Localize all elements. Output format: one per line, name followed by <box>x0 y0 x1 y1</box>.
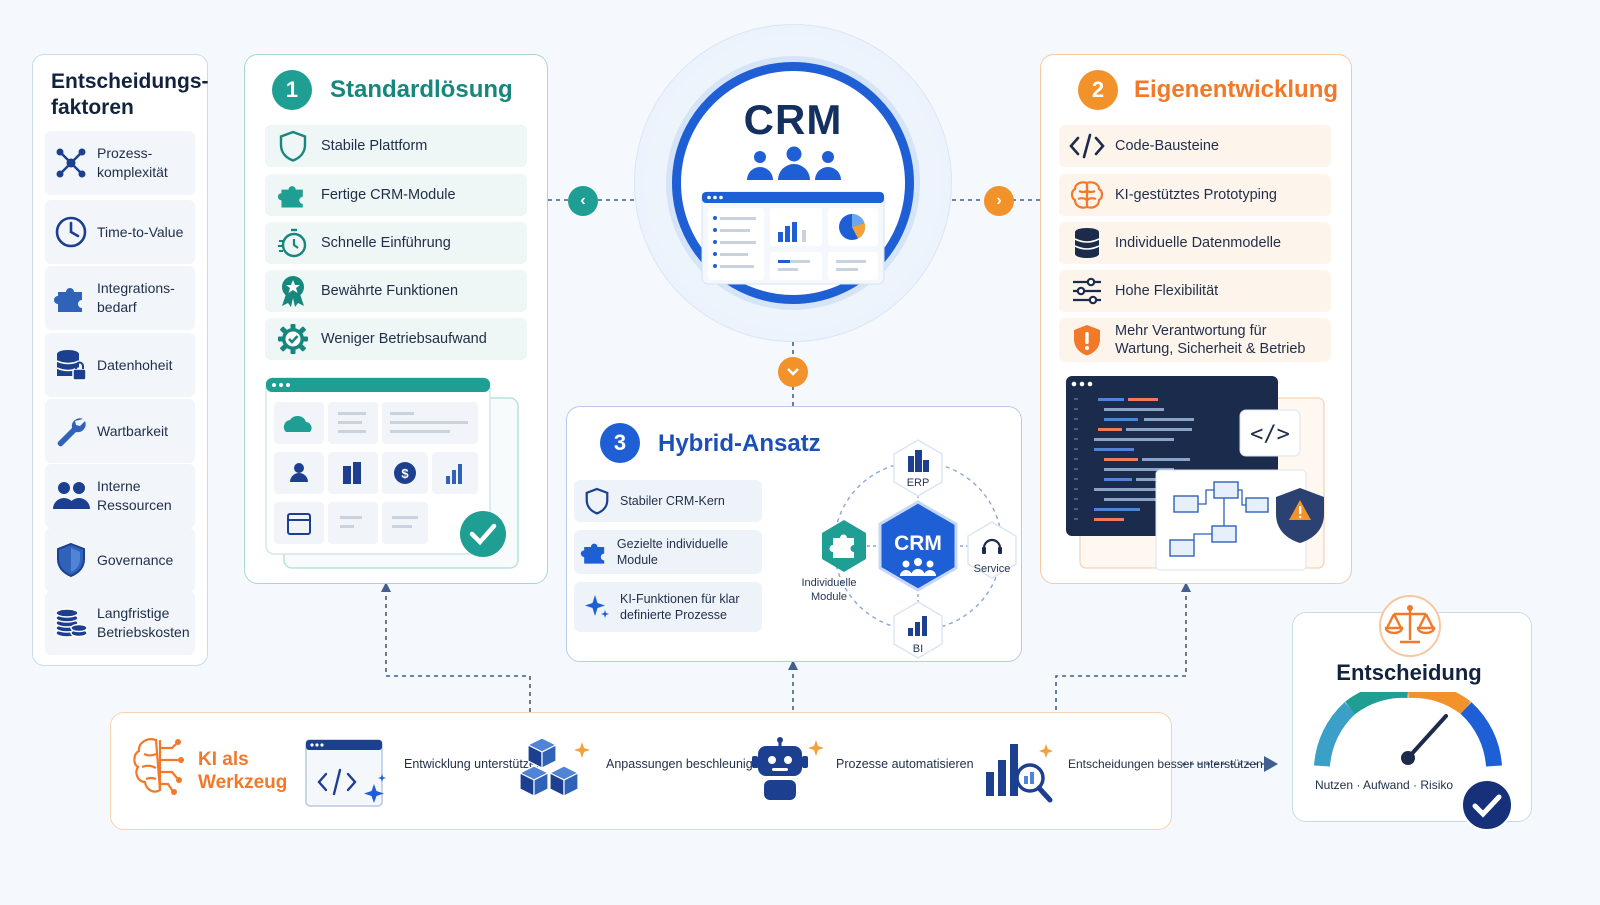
crm-people-icon <box>747 146 841 180</box>
cubes-icon <box>518 737 590 797</box>
hex-label-service: Service <box>973 563 1011 575</box>
standard-title: Standardlösung <box>330 76 513 103</box>
custom-number-badge: 2 <box>1078 70 1118 110</box>
ai-step-label: Anpassungen beschleunigen <box>606 757 767 771</box>
factor-kosten: Langfristige Betriebskosten <box>45 591 195 655</box>
award-icon <box>265 274 321 308</box>
code-window-icon <box>305 739 386 807</box>
coins-icon <box>45 605 97 641</box>
shield-icon <box>45 542 97 578</box>
hybrid-title: Hybrid-Ansatz <box>658 430 821 457</box>
custom-feature: Individuelle Datenmodelle <box>1059 222 1331 264</box>
code-tag-text: </> <box>1250 422 1290 447</box>
factor-label: Datenhoheit <box>97 356 173 373</box>
standard-feature: Fertige CRM-Module <box>265 174 527 216</box>
custom-feature: Code-Bausteine <box>1059 125 1331 167</box>
ai-step-label: Entscheidungen besser unterstützen <box>1068 757 1263 771</box>
factor-daten: Datenhoheit <box>45 333 195 397</box>
factor-label: Governance <box>97 551 174 568</box>
standard-feature: Bewährte Funktionen <box>265 270 527 312</box>
factors-title: Entscheidungs- faktoren <box>51 70 209 119</box>
code-icon <box>1059 133 1115 159</box>
ai-step-label: Prozesse automatisieren <box>836 757 974 771</box>
scale-icon <box>1379 595 1441 657</box>
standard-number-badge: 1 <box>272 70 312 110</box>
custom-feature: Mehr Verantwortung für Wartung, Sicherhe… <box>1059 318 1331 362</box>
decision-title: Entscheidung <box>1336 660 1482 685</box>
ai-title: KI als Werkzeug <box>198 749 288 793</box>
sparkle-icon <box>574 593 620 621</box>
custom-feature: KI-gestütztes Prototyping <box>1059 174 1331 216</box>
factor-label: Interne Ressourcen <box>97 478 172 513</box>
shield-icon <box>574 487 620 515</box>
factor-time: Time-to-Value <box>45 200 195 264</box>
stopwatch-icon <box>265 227 321 259</box>
svg-text:$: $ <box>401 466 409 481</box>
people-icon <box>45 479 97 513</box>
shield-icon <box>265 130 321 162</box>
network-icon <box>45 145 97 181</box>
factor-ressourcen: Interne Ressourcen <box>45 464 195 528</box>
decision-subtitle: Nutzen · Aufwand · Risiko <box>1314 778 1454 792</box>
chevron-left-icon[interactable]: ‹ <box>568 186 598 216</box>
robot-icon <box>752 737 824 800</box>
factor-label: Prozess- komplexität <box>97 145 168 180</box>
database-icon <box>1059 227 1115 259</box>
chart-search-icon <box>986 744 1053 803</box>
hybrid-feature: KI-Funktionen für klar definierte Prozes… <box>574 582 762 632</box>
standard-feature: Weniger Betriebsaufwand <box>265 318 527 360</box>
chevron-right-icon[interactable]: › <box>984 186 1014 216</box>
hybrid-core-label: CRM <box>894 532 942 555</box>
standard-feature: Schnelle Einführung <box>265 222 527 264</box>
brain-circuit-icon <box>133 738 184 795</box>
ai-tool-strip <box>110 712 1172 830</box>
brain-icon <box>1059 180 1115 210</box>
factor-governance: Governance <box>45 528 195 592</box>
hex-label-modules: Individuelle Module <box>801 577 857 603</box>
factor-label: Langfristige Betriebskosten <box>97 605 190 640</box>
clock-icon <box>45 214 97 250</box>
ai-step-label: Entwicklung unterstützen <box>404 757 543 771</box>
database-lock-icon <box>45 347 97 383</box>
factor-label: Time-to-Value <box>97 223 184 240</box>
custom-code-illustration: </> <box>1066 376 1325 571</box>
crm-title: CRM <box>743 96 843 143</box>
custom-title: Eigenentwicklung <box>1134 76 1339 103</box>
hybrid-feature: Stabiler CRM-Kern <box>574 480 762 522</box>
hybrid-network-diagram <box>822 439 1017 659</box>
hybrid-feature: Gezielte individuelle Module <box>574 530 762 574</box>
check-circle-icon <box>1461 779 1513 831</box>
puzzle-icon <box>265 179 321 211</box>
gear-check-icon <box>265 323 321 355</box>
hex-label-erp: ERP <box>906 477 930 489</box>
warning-shield-icon <box>1059 323 1115 357</box>
factor-label: Wartbarkeit <box>97 422 169 439</box>
standard-feature: Stabile Plattform <box>265 125 527 167</box>
hybrid-number-badge: 3 <box>600 423 640 463</box>
chevron-down-icon[interactable] <box>778 357 808 387</box>
hex-label-bi: BI <box>912 643 924 655</box>
factor-integration: Integrations- bedarf <box>45 266 195 330</box>
custom-feature: Hohe Flexibilität <box>1059 270 1331 312</box>
crm-dashboard-illustration <box>701 191 885 285</box>
sliders-icon <box>1059 277 1115 305</box>
factor-label: Integrations- bedarf <box>97 280 175 315</box>
puzzle-icon <box>574 537 617 567</box>
decision-gauge <box>1314 692 1502 767</box>
wrench-icon <box>45 413 97 449</box>
puzzle-icon <box>45 280 97 316</box>
standard-dashboard-illustration: $ <box>265 377 519 569</box>
factor-wartbarkeit: Wartbarkeit <box>45 399 195 463</box>
factor-prozess: Prozess- komplexität <box>45 131 195 195</box>
